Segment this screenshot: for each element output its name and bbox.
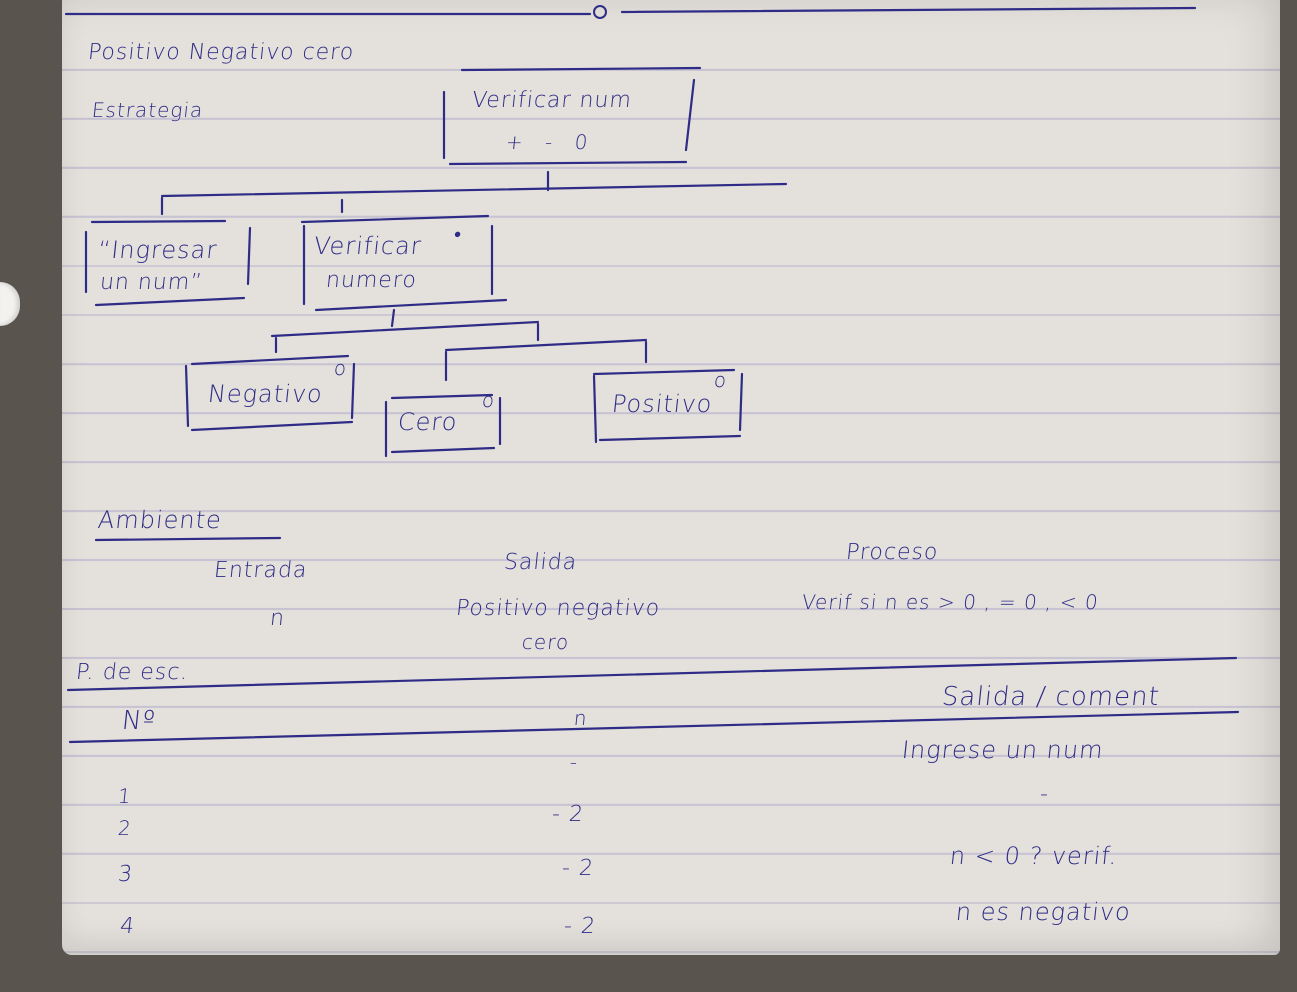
- input-box-right: [246, 226, 252, 286]
- level1-bar: [160, 182, 788, 198]
- row3-num: 3: [116, 862, 135, 887]
- row2-num: 2: [116, 816, 133, 840]
- table-header-rule: [68, 710, 1240, 744]
- leaf-negative-label: Negativo: [206, 380, 325, 408]
- leaf-zero-label: Cero: [396, 408, 460, 436]
- leaf-positive-label: Positivo: [610, 390, 714, 418]
- notebook-page: [62, 0, 1280, 955]
- row3-comment: n < 0 ? verif.: [948, 842, 1120, 870]
- verify-node-line2: numero: [324, 268, 419, 293]
- verify-node-line1: Verificar: [312, 232, 424, 260]
- table-top-rule: [66, 656, 1238, 692]
- verify-connector: [390, 308, 396, 328]
- verify-box-bottom: [314, 298, 508, 312]
- env-input-value: n: [268, 606, 287, 631]
- page-title: Positivo Negativo cero: [86, 40, 356, 65]
- pos-box-bottom: [598, 434, 742, 442]
- row1-comment: Ingrese un num: [900, 736, 1106, 764]
- row3-n: - 2: [560, 856, 596, 881]
- level2-subbar: [444, 338, 648, 352]
- test-header-num: Nº: [120, 706, 158, 736]
- env-output-value-line1: Positivo negativo: [454, 596, 662, 621]
- root-box-right: [684, 78, 696, 152]
- input-node-line2: un num”: [98, 270, 204, 295]
- leaf-zero-mark: o: [480, 388, 497, 412]
- row4-num: 4: [118, 914, 137, 939]
- top-rule-right: [620, 6, 1197, 14]
- pos-box-right: [738, 372, 744, 432]
- test-header-n: n: [572, 706, 589, 730]
- row4-n: - 2: [562, 914, 598, 939]
- neg-box-top: [190, 354, 350, 366]
- input-box-top: [90, 219, 227, 224]
- zero-box-top: [390, 393, 494, 400]
- neg-box-bottom: [190, 420, 354, 432]
- test-table-title: P. de esc.: [74, 660, 190, 685]
- env-col-output: Salida: [502, 550, 579, 575]
- row4-comment: n es negativo: [954, 898, 1133, 926]
- strategy-label: Estrategia: [90, 98, 205, 122]
- env-col-process: Proceso: [844, 540, 940, 565]
- verify-box-top: [300, 214, 490, 224]
- root-box-bottom: [448, 160, 688, 166]
- leaf-negative-mark: o: [332, 356, 349, 380]
- root-box-top: [460, 66, 702, 72]
- input-box-bottom: [94, 296, 246, 307]
- binder-hole: [0, 282, 20, 326]
- row1-num: 1: [116, 784, 133, 808]
- level2-bar: [270, 320, 540, 338]
- env-process-value: Verif si n es > 0 , = 0 , < 0: [800, 590, 1100, 614]
- ambiente-underline: [94, 536, 282, 542]
- neg-box-right: [350, 362, 356, 420]
- env-col-input: Entrada: [212, 558, 309, 583]
- test-header-comment: Salida / coment: [940, 682, 1162, 712]
- pos-box-left: [592, 374, 598, 444]
- leaf-positive-mark: o: [712, 368, 729, 392]
- zero-box-bottom: [390, 446, 496, 454]
- pos-box-top: [592, 368, 736, 376]
- env-output-value-line2: cero: [520, 630, 571, 654]
- top-rule-circle: [593, 5, 607, 19]
- row2-n: - 2: [550, 802, 586, 827]
- root-node-line2: + - 0: [504, 130, 597, 154]
- environment-heading: Ambiente: [96, 506, 224, 534]
- root-node-line1: Verificar num: [470, 88, 634, 113]
- neg-box-left: [184, 364, 190, 428]
- input-node-line1: “Ingresar: [96, 236, 219, 264]
